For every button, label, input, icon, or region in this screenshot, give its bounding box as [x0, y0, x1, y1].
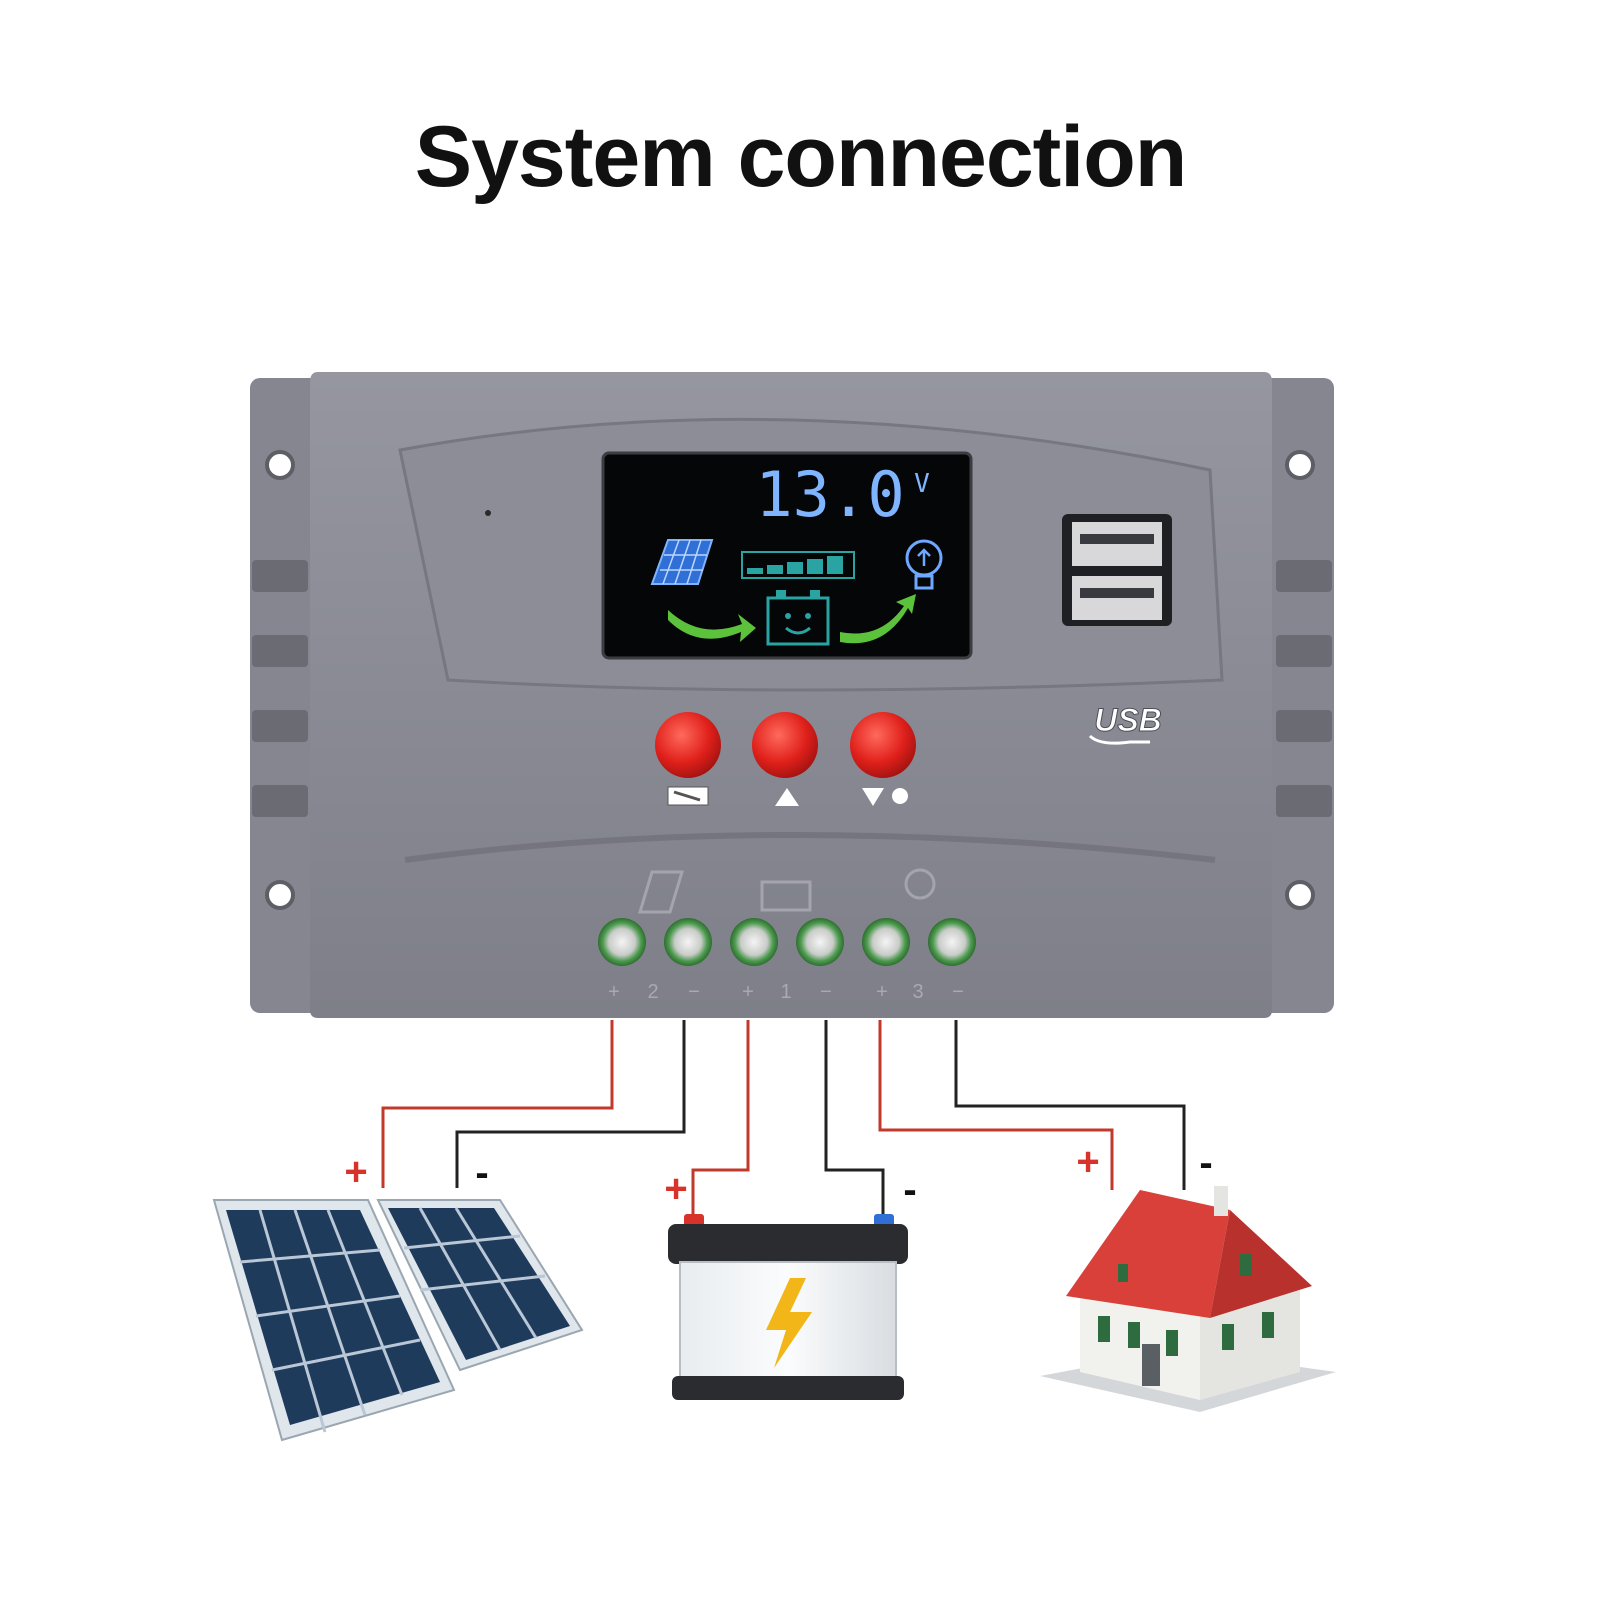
menu-icon-stroke — [673, 790, 701, 802]
lcd-battery-level-icon — [741, 551, 855, 579]
mount-hole — [1285, 880, 1315, 910]
lcd-battery-status-icon — [766, 590, 830, 646]
house-roof-front — [1066, 1190, 1230, 1318]
battery-positive-wire — [691, 1020, 750, 1215]
load-minus-label: - — [1199, 1141, 1212, 1185]
usb-label: USB — [1094, 702, 1162, 738]
polarity-marks: + - + - + - — [344, 1140, 1212, 1212]
lower-ridge — [404, 832, 1216, 863]
bulb-icon — [892, 788, 908, 804]
battery-number-mark: 1 — [780, 981, 791, 1003]
terminal-screw — [730, 918, 778, 966]
lcd-bulb-icon — [905, 539, 943, 590]
mount-hole — [1285, 450, 1315, 480]
battery-negative-wire — [824, 1020, 885, 1215]
indicator-led — [485, 510, 491, 516]
button-icons — [667, 786, 908, 806]
load-number-mark: 3 — [912, 981, 923, 1003]
battery-minus-label: - — [903, 1168, 916, 1212]
house-door — [1142, 1344, 1160, 1386]
mount-hole — [265, 880, 295, 910]
lcd-solar-icon — [650, 539, 714, 585]
up-arrow-icon — [775, 788, 799, 806]
load-plus-label: + — [1076, 1140, 1099, 1184]
page-title: System connection — [414, 109, 1188, 205]
voltage-reading: 13.0 — [755, 458, 904, 531]
load-terminal-icon — [904, 868, 936, 900]
battery-plus-mark: + — [742, 981, 754, 1003]
lcd-charge-arrow-icon — [668, 610, 756, 642]
solar-minus-label: - — [475, 1151, 488, 1195]
solar-number-mark: 2 — [647, 981, 658, 1003]
vent-fins — [252, 560, 1332, 817]
usb-port[interactable] — [1062, 514, 1172, 626]
battery-lid — [668, 1224, 908, 1264]
menu-button[interactable] — [655, 712, 721, 778]
solar-panels-illustration — [212, 1199, 584, 1442]
wiring — [381, 1020, 1186, 1215]
battery-minus-mark: − — [820, 981, 832, 1003]
load-minus-mark: − — [952, 981, 964, 1003]
terminal-markings: + 2 − + 1 − + 3 − — [608, 981, 964, 1003]
terminal-screw — [928, 918, 976, 966]
battery-terminal-icon — [760, 880, 812, 912]
battery-illustration — [668, 1214, 908, 1400]
lcd-discharge-arrow-icon — [840, 594, 916, 644]
solar-plus-label: + — [344, 1150, 367, 1194]
mount-hole — [265, 450, 295, 480]
solar-negative-wire — [455, 1020, 686, 1188]
house-chimney — [1214, 1186, 1228, 1216]
terminal-screw — [664, 918, 712, 966]
lightning-icon — [766, 1278, 812, 1368]
terminal-screw — [796, 918, 844, 966]
solar-terminal-icon — [637, 870, 685, 914]
house-illustration — [1040, 1186, 1336, 1412]
solar-minus-mark: − — [688, 981, 700, 1003]
down-arrow-icon — [862, 788, 884, 806]
lcd-display: 13.0 V — [601, 451, 973, 660]
right-flange — [1262, 378, 1334, 1013]
up-button[interactable] — [752, 712, 818, 778]
solar-plus-mark: + — [608, 981, 620, 1003]
battery-plus-label: + — [664, 1167, 687, 1211]
load-positive-wire — [878, 1020, 1114, 1190]
terminal-screw — [598, 918, 646, 966]
left-flange — [250, 378, 320, 1013]
load-plus-mark: + — [876, 981, 888, 1003]
house-roof-side — [1210, 1210, 1312, 1318]
battery-base — [672, 1376, 904, 1400]
house-windows — [1098, 1254, 1274, 1356]
terminal-screw — [862, 918, 910, 966]
terminal-screws — [598, 918, 976, 966]
terminal-labels — [637, 868, 936, 914]
solar-positive-wire — [381, 1020, 614, 1188]
voltage-unit: V — [914, 469, 930, 499]
usb-cable-icon — [1088, 734, 1150, 745]
load-negative-wire — [954, 1020, 1186, 1190]
down-load-button[interactable] — [850, 712, 916, 778]
